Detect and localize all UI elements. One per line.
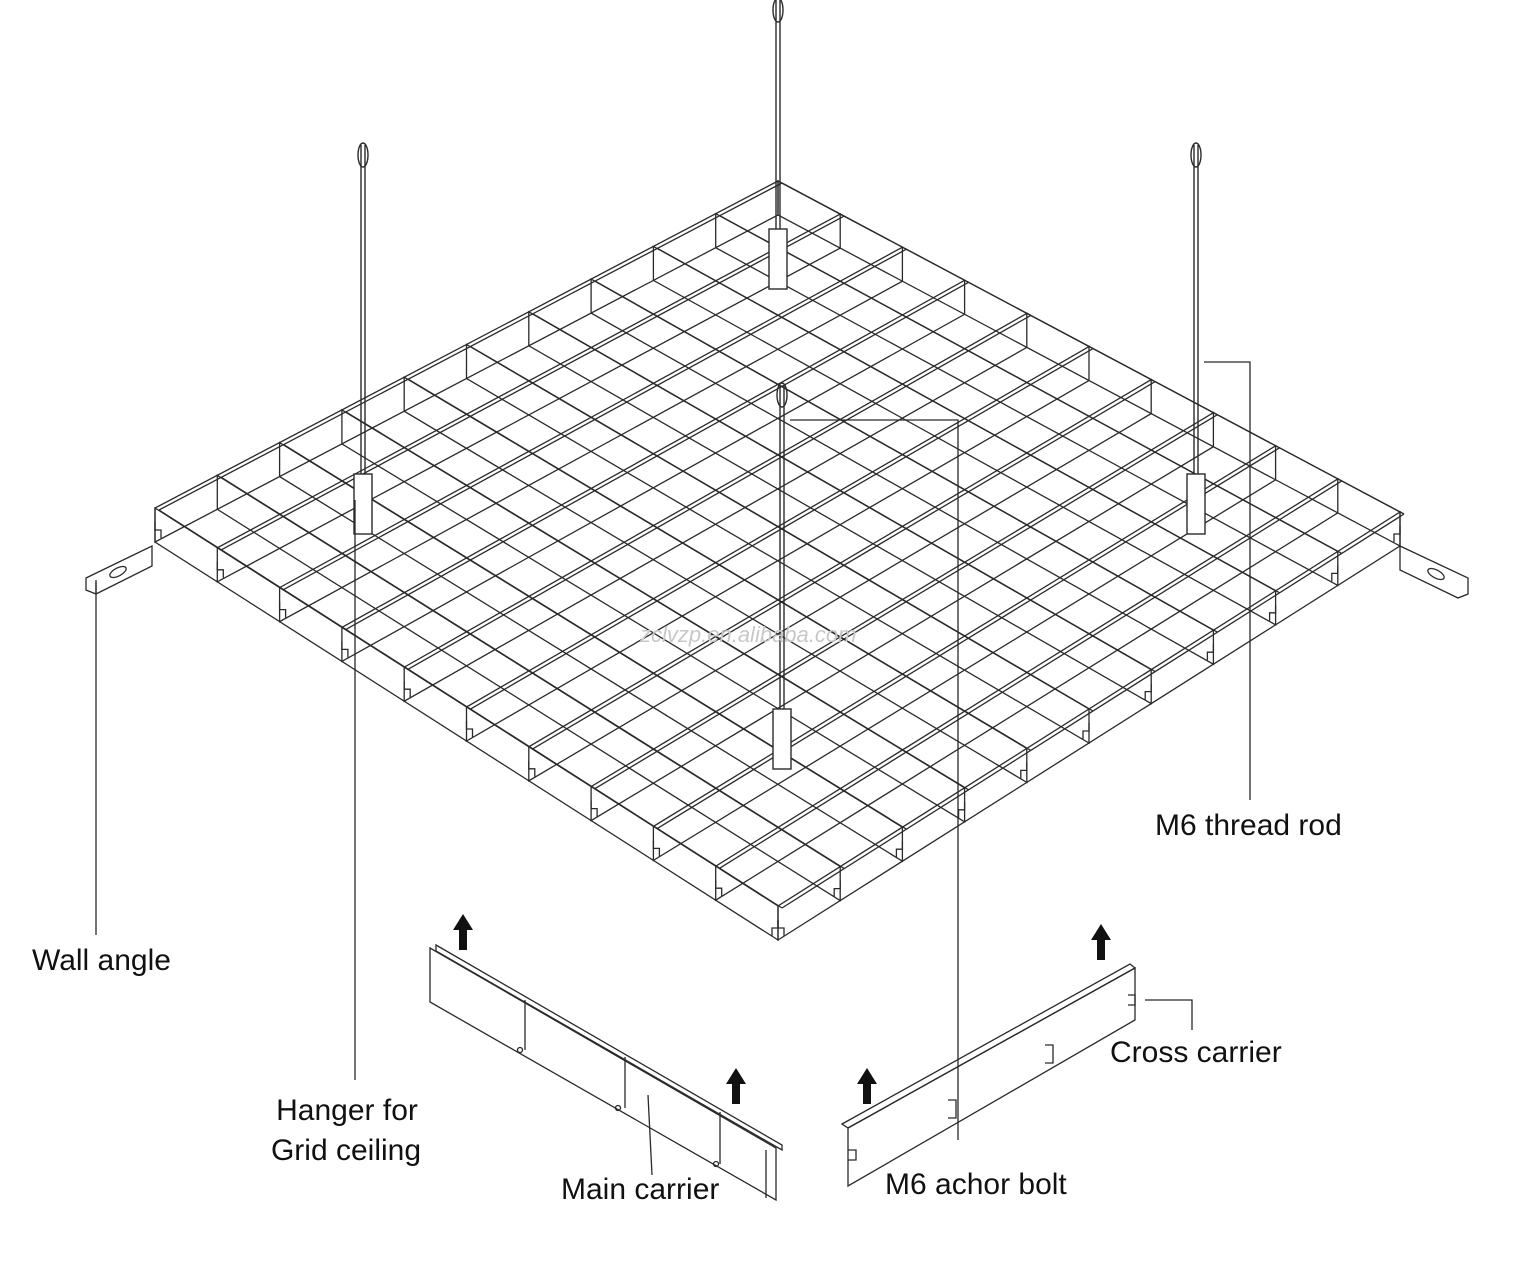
suspension-rod-center (776, 382, 788, 408)
watermark: zclvzp.en.alibaba.com (640, 622, 857, 647)
suspension-rod-top (768, 228, 788, 290)
suspension-rod-top (772, 0, 784, 23)
arrow-up-icon (1091, 924, 1111, 960)
grid-end-notch (1268, 604, 1277, 621)
arrow-up-icon (857, 1068, 877, 1104)
suspension-rod-center (772, 708, 792, 770)
label-hanger-line1: Hanger for (276, 1094, 418, 1127)
grid-end-notch (1206, 644, 1215, 661)
grid-blade-b (777, 510, 1401, 942)
suspension-rod-right (1190, 142, 1202, 168)
grid-end-notch (1393, 526, 1401, 542)
grid-end-notch (465, 721, 474, 737)
grid-end-notch (341, 641, 349, 658)
assembly-arrows (453, 914, 1111, 1104)
grid-ceiling-lattice (154, 179, 1405, 942)
grid-blade-b-lip (532, 381, 1156, 750)
grid-end-notch (957, 801, 966, 818)
grid-end-notch (154, 522, 162, 538)
arrow-up-icon (453, 914, 473, 950)
label-cross-carrier: Cross carrier (1110, 1036, 1282, 1069)
grid-blade-a-lip (283, 444, 907, 830)
leader-anchor-bolt (790, 419, 959, 1140)
suspension-rod-left (353, 473, 373, 535)
leader-thread-rod (1204, 361, 1251, 800)
grid-blade-b-lip (470, 347, 1094, 710)
grid-end-notch (1144, 683, 1152, 700)
grid-end-notch (833, 880, 841, 897)
leader-cross-carrier (1145, 999, 1193, 1030)
grid-blade-a-lip (407, 378, 1032, 751)
grid-end-notch (771, 920, 779, 936)
main-carrier-part (429, 943, 783, 1202)
grid-blade-a (216, 474, 841, 902)
arrow-up-icon (726, 1068, 746, 1104)
grid-blade-b (216, 213, 841, 583)
grid-end-notch (777, 920, 785, 936)
suspension-rods (353, 0, 1206, 770)
grid-end-notch (216, 561, 224, 578)
grid-end-notch (1082, 723, 1090, 739)
label-wall-angle: Wall angle (32, 944, 171, 977)
label-main-carrier: Main carrier (561, 1173, 720, 1206)
grid-end-notch (403, 681, 411, 698)
label-anchor-bolt: M6 achor bolt (885, 1168, 1067, 1201)
grid-end-notch (590, 800, 598, 817)
label-thread-rod: M6 thread rod (1155, 809, 1342, 842)
grid-end-notch (1331, 565, 1339, 582)
grid-end-notch (278, 601, 287, 618)
leader-main-carrier (647, 1094, 653, 1176)
grid-end-notch (1020, 762, 1028, 779)
wall-angle-right (1399, 544, 1469, 599)
leader-lines (95, 361, 1251, 1176)
grid-end-notch (715, 880, 723, 897)
suspension-rod-right (1186, 473, 1206, 535)
grid-end-notch (895, 841, 904, 858)
grid-blade-a-lip (158, 509, 783, 909)
suspension-rod-left (357, 142, 369, 168)
label-hanger-line2: Grid ceiling (270, 1134, 422, 1167)
cross-carrier-part (840, 963, 1137, 1188)
grid-blade-b-lip (719, 480, 1343, 869)
grid-blade-a (403, 376, 1028, 784)
grid-blade-a-lip (220, 476, 845, 870)
grid-blade-b-lip (657, 447, 1280, 829)
grid-blade-b-lip (594, 414, 1218, 790)
grid-end-notch (528, 760, 536, 777)
grid-blade-b-lip (781, 513, 1405, 909)
grid-end-notch (652, 840, 661, 857)
grid-blade-a-lip (345, 411, 969, 791)
